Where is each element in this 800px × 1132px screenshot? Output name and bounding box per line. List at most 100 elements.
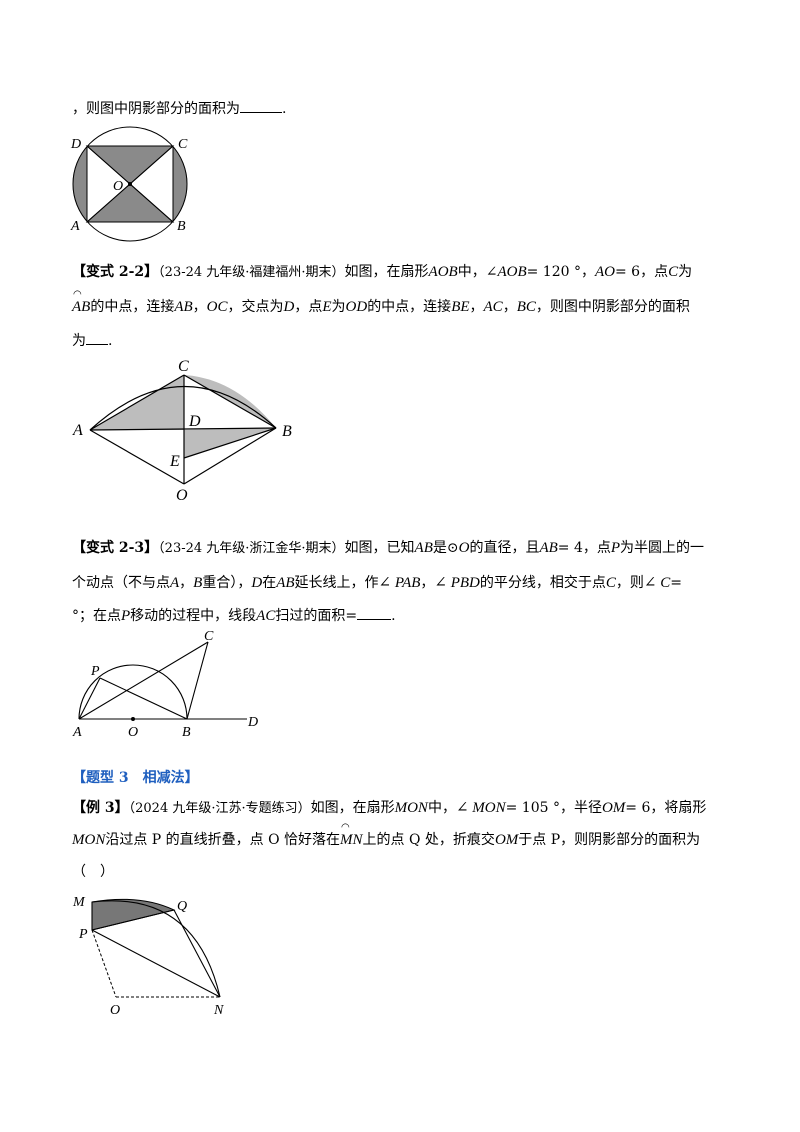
q3-label-O: O xyxy=(128,725,138,740)
q1-label-B: B xyxy=(177,219,186,234)
q1-label-O: O xyxy=(113,179,123,194)
q2-var: OD xyxy=(345,299,368,315)
q3-text: 为半圆上的一 xyxy=(620,540,705,556)
q3-line-3: °；在点P移动的过程中，线段AC扫过的面积=. xyxy=(72,605,396,626)
q4-line-3: （ ） xyxy=(72,862,114,882)
q2-label-C: C xyxy=(178,358,189,375)
q3-var: AB xyxy=(276,575,295,591)
q3-text: 延长线上，作 xyxy=(294,575,379,591)
q1-label-D: D xyxy=(70,137,81,152)
q3-label-D: D xyxy=(247,715,258,730)
q2-source: （23-24 九年级·福建福州·期末） xyxy=(158,265,345,280)
q3-text: 在 xyxy=(262,575,277,591)
q4-var: OM xyxy=(494,832,519,848)
q4-text: = 6，将扇形 xyxy=(625,800,707,816)
q3-var: AB xyxy=(539,540,558,556)
q2-text: 的中点，连接 xyxy=(90,299,175,315)
q4-label-M: M xyxy=(72,895,86,910)
q2-text: 为 xyxy=(331,299,346,315)
q3-var: ∠ PAB xyxy=(378,575,421,591)
q2-text: 为 xyxy=(72,333,86,349)
q4-text: 上的点 Q 处，折痕交 xyxy=(362,832,495,848)
q4-var: MON xyxy=(72,832,106,848)
q4-line-1: 【例 3】（2024 九年级·江苏·专题练习）如图，在扇形MON中，∠ MON=… xyxy=(72,798,706,819)
q3-text: 是 xyxy=(432,540,447,556)
q3-var: P xyxy=(121,608,131,624)
q1-figure: D C O A B xyxy=(70,126,188,242)
q4-label-P: P xyxy=(78,927,88,942)
q1-circle xyxy=(72,126,188,242)
q3-var: P xyxy=(610,540,621,556)
q3-var: B xyxy=(193,575,203,591)
q3-label-B: B xyxy=(182,725,191,740)
q3-line-1: 【变式 2-3】（23-24 九年级·浙江金华·期末）如图，已知AB是⊙O的直径… xyxy=(72,538,704,559)
q2-var: AO xyxy=(594,264,615,280)
q1-shaded-bottom-triangle xyxy=(85,183,175,223)
q3-var: D xyxy=(251,575,263,591)
q2-var: AOB xyxy=(428,264,458,280)
q4-var: OM xyxy=(601,800,626,816)
q1-text: ，则图中阴影部分的面积为 xyxy=(72,101,240,117)
q2-tag: 【变式 2-2】 xyxy=(72,264,159,280)
q2-var: OC xyxy=(206,299,228,315)
q2-text: ，交点为 xyxy=(227,299,284,315)
q2-var: C xyxy=(668,264,679,280)
q4-label-O: O xyxy=(110,1003,120,1018)
q3-circle-symbol: ⊙ xyxy=(446,540,459,556)
section-heading: 【题型 3 相减法】 xyxy=(72,770,199,786)
q2-text: . xyxy=(108,333,113,349)
q2-var: AC xyxy=(483,299,503,315)
q3-text: ， xyxy=(179,575,194,591)
q3-var: A xyxy=(170,575,180,591)
q3-var: AB xyxy=(414,540,433,556)
q2-text: = 120 °， xyxy=(526,264,595,280)
q3-text: 移动的过程中，线段 xyxy=(130,608,257,624)
q2-label-D: D xyxy=(188,413,201,430)
q3-text: = xyxy=(670,575,682,591)
q3-source: （23-24 九年级·浙江金华·期末） xyxy=(158,541,345,556)
q3-text: 的直径，且 xyxy=(469,540,540,556)
q3-text: 的平分线，相交于点 xyxy=(479,575,606,591)
q1-text-end: . xyxy=(282,101,287,117)
q2-text: 中， xyxy=(457,264,486,280)
q4-text: = 105 °，半径 xyxy=(505,800,602,816)
q4-answer-choice-bracket: （ ） xyxy=(72,864,114,880)
q4-arc xyxy=(91,900,221,998)
q2-var: AB xyxy=(174,299,193,315)
q3-label-P: P xyxy=(90,664,100,679)
q3-var: AC xyxy=(256,608,276,624)
q3-var: ∠ C xyxy=(643,575,671,591)
q4-source: （2024 九年级·江苏·专题练习） xyxy=(128,801,311,816)
q2-label-O: O xyxy=(176,487,188,504)
q2-text: = 6，点 xyxy=(614,264,669,280)
q2-text: ，点 xyxy=(294,299,323,315)
q4-label-Q: Q xyxy=(177,899,187,914)
answer-blank xyxy=(357,605,392,620)
q2-label-E: E xyxy=(169,453,180,470)
q1-rectangle xyxy=(86,145,174,223)
q2-var: BE xyxy=(451,299,470,315)
q3-text: ， xyxy=(420,575,435,591)
q2-text: ，则图中阴影部分的面积 xyxy=(535,299,690,315)
q3-var: C xyxy=(605,575,616,591)
q4-tag: 【例 3】 xyxy=(72,800,129,816)
answer-blank xyxy=(86,330,108,345)
q2-figure: C A D B E O xyxy=(72,358,292,504)
q4-var: MON xyxy=(394,800,428,816)
q4-var: ∠ MON xyxy=(455,800,506,816)
q2-text: 为 xyxy=(678,264,693,280)
q3-text: °；在点 xyxy=(72,608,121,624)
q2-var: AOB xyxy=(497,264,527,280)
q2-text: ， xyxy=(192,299,207,315)
q3-label-A: A xyxy=(72,725,82,740)
q2-var: D xyxy=(283,299,295,315)
q2-arc-ab: AB xyxy=(72,285,90,317)
q3-figure: C P A O B D xyxy=(72,629,258,740)
q3-text: = 4，点 xyxy=(557,540,611,556)
q3-var: ∠ PBD xyxy=(434,575,480,591)
q3-semicircle xyxy=(78,664,188,720)
q2-line-3: 为. xyxy=(72,330,112,351)
q4-text: 于点 P，则阴影部分的面积为 xyxy=(518,832,701,848)
q3-text: 重合）， xyxy=(202,575,252,591)
q1-center-dot xyxy=(128,182,132,186)
